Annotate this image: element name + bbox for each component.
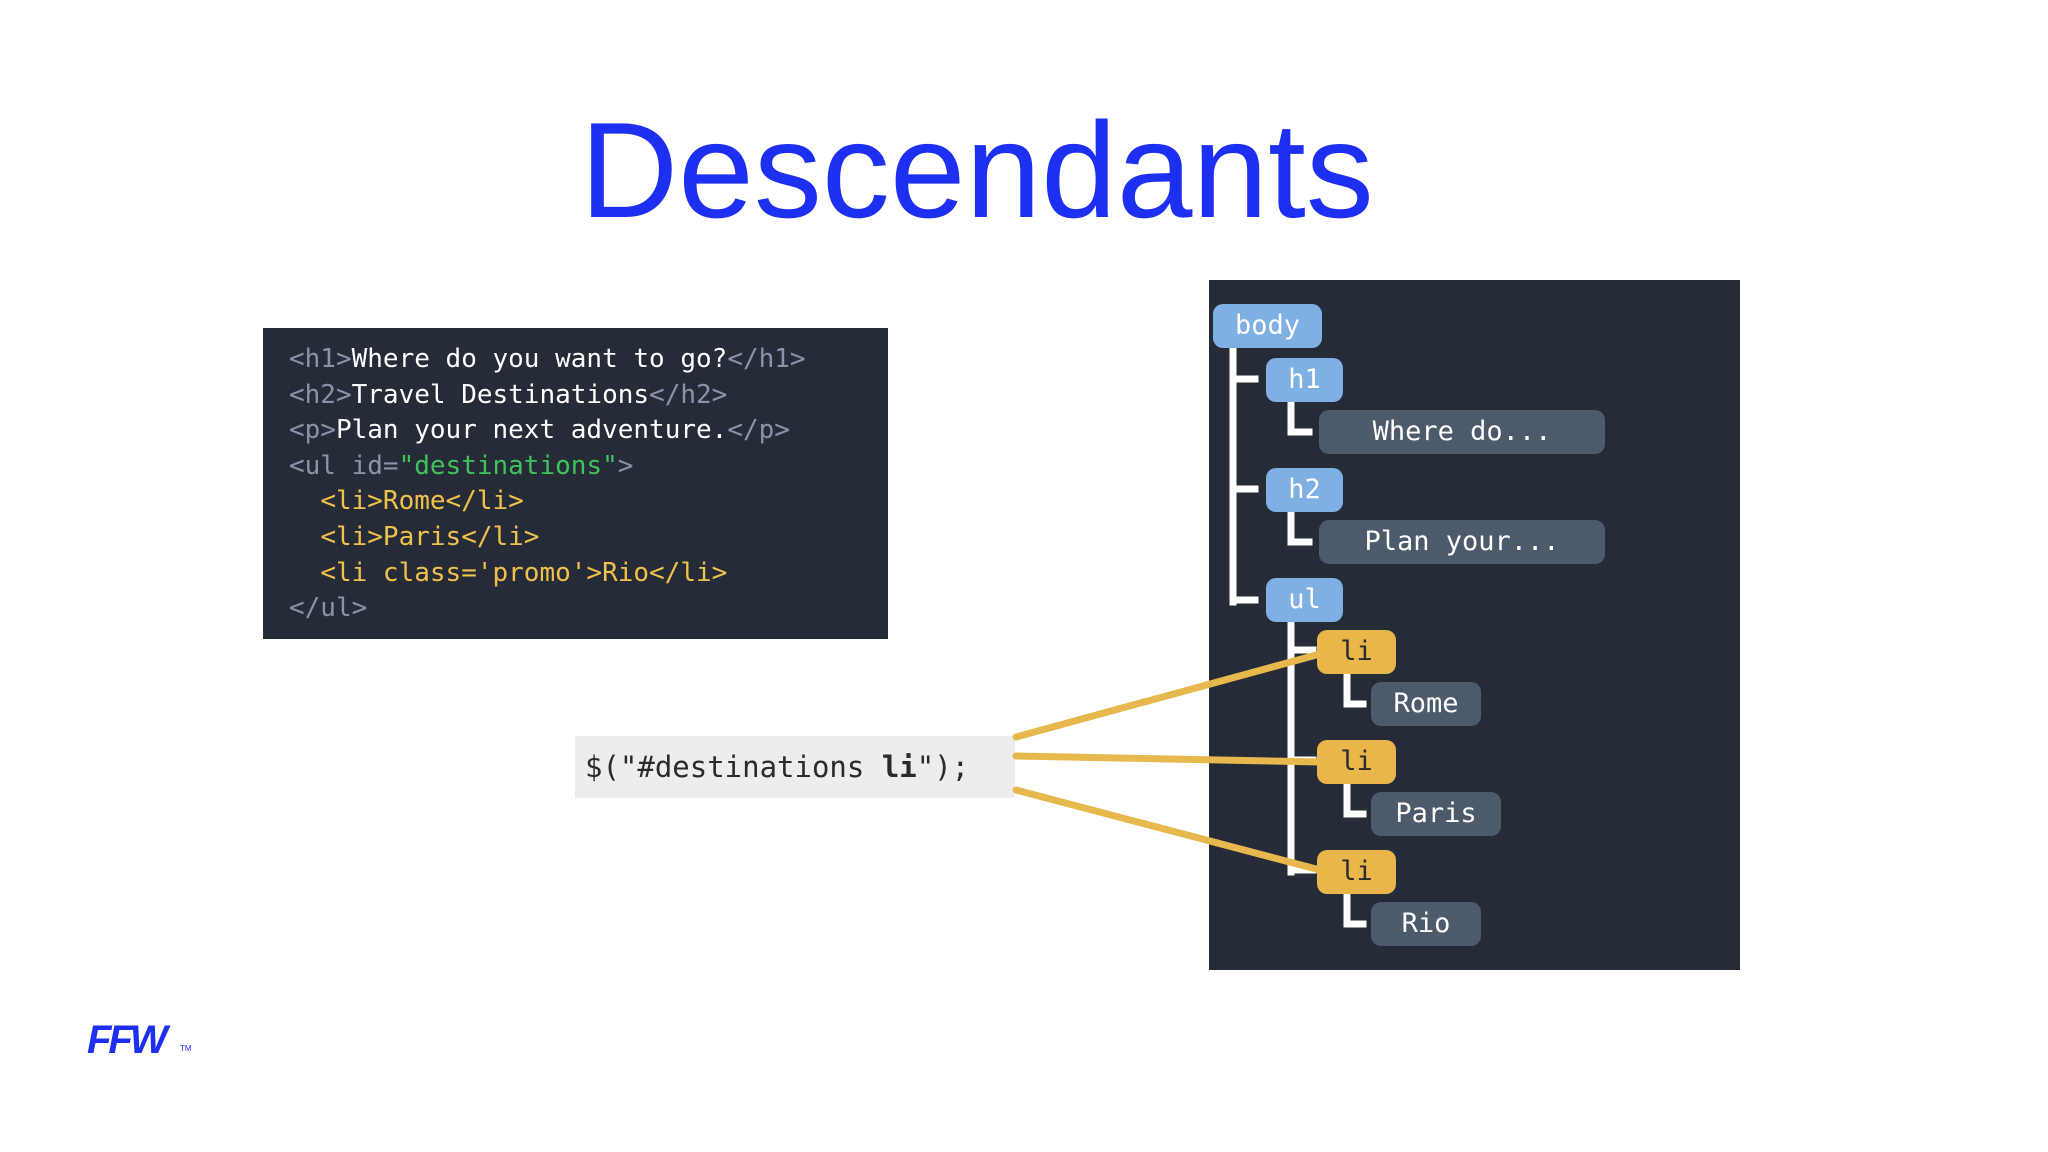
code-token: <p> (289, 415, 336, 446)
code-token (289, 558, 320, 588)
tree-line-li2-text (1343, 781, 1367, 818)
code-token: Travel Destinations (351, 379, 650, 410)
code-token (289, 486, 320, 516)
tree-line-h2-text (1287, 510, 1313, 546)
code-line: <p>Plan your next adventure.</p> (289, 413, 888, 449)
selector-prefix: $("#destinations (585, 750, 882, 784)
code-line: <h2>Travel Destinations</h2> (289, 378, 888, 414)
jquery-selector-box: $("#destinations li"); (575, 736, 1015, 798)
tree-node-h2-text: Plan your... (1319, 520, 1605, 564)
code-token: > (617, 450, 634, 481)
code-token: </h1> (727, 344, 806, 374)
code-token: </p> (727, 415, 790, 446)
code-token: <li>Rome</li> (320, 486, 524, 517)
code-token: </ul> (289, 593, 368, 624)
tree-node-h1-text: Where do... (1319, 410, 1605, 454)
code-token: <ul id= (289, 450, 399, 481)
ffw-logo-tm: TM (180, 1044, 192, 1053)
ffw-logo: FFW TM (87, 1018, 192, 1062)
code-token: <h2> (289, 379, 352, 410)
tree-node-h1: h1 (1266, 358, 1343, 402)
tree-line-h1-text (1287, 400, 1313, 436)
code-token: <li class='promo'>Rio</li> (320, 557, 728, 588)
code-token: "destinations" (398, 450, 618, 481)
tree-node-body: body (1213, 304, 1322, 348)
tree-node-h2: h2 (1266, 468, 1343, 512)
code-line: <h1>Where do you want to go?</h1> (289, 342, 888, 378)
selector-bold-li: li (881, 750, 917, 784)
code-line: <li class='promo'>Rio</li> (289, 556, 888, 592)
code-token: </h2> (649, 379, 728, 410)
code-line: <ul id="destinations"> (289, 449, 888, 485)
dom-tree-panel: body h1 Where do... h2 Plan your... ul l… (1209, 280, 1740, 970)
code-line: <li>Paris</li> (289, 520, 888, 556)
tree-node-ul: ul (1266, 578, 1343, 622)
code-line: <li>Rome</li> (289, 484, 888, 520)
code-token: Where do you want to go? (351, 344, 728, 374)
tree-node-li-3-text: Rio (1371, 902, 1481, 946)
tree-node-li-3: li (1317, 850, 1396, 894)
tree-node-li-2-text: Paris (1371, 792, 1501, 836)
slide-title: Descendants (580, 94, 1374, 246)
tree-node-li-1-text: Rome (1371, 682, 1481, 726)
code-line: </ul> (289, 591, 888, 627)
jquery-selector-code: $("#destinations li"); (585, 750, 969, 784)
tree-line-li1-text (1343, 671, 1367, 708)
code-token: <h1> (289, 344, 352, 374)
tree-node-li-2: li (1317, 740, 1396, 784)
tree-line-li3-text (1343, 891, 1367, 928)
selector-suffix: "); (916, 750, 970, 784)
code-token: Plan your next adventure. (335, 415, 728, 446)
code-snippet-panel: <h1>Where do you want to go?</h1><h2>Tra… (263, 328, 888, 639)
ffw-logo-text: FFW (87, 1018, 168, 1062)
code-token (289, 522, 320, 552)
tree-node-li-1: li (1317, 630, 1396, 674)
code-token: <li>Paris</li> (320, 521, 540, 552)
